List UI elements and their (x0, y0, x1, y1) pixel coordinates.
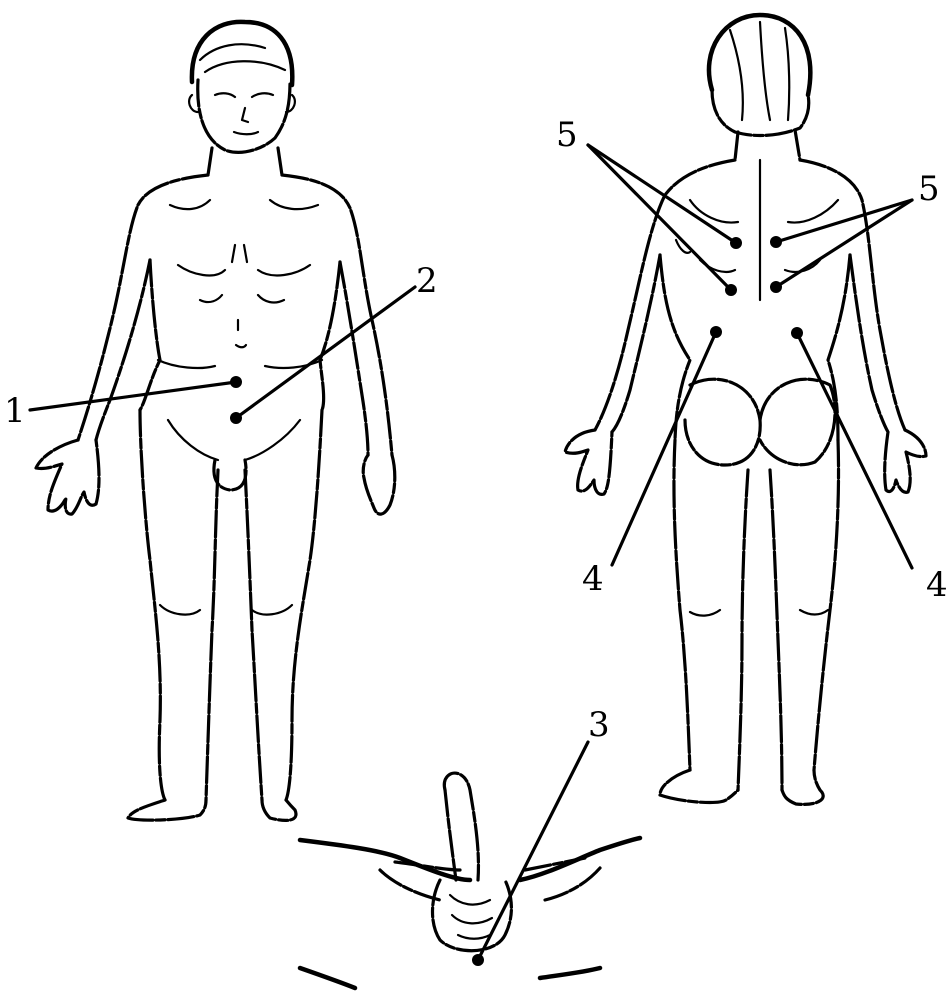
callout-5-right-point-lower (770, 281, 782, 293)
callout-1-label: 1 (4, 391, 26, 431)
callout-3-point (472, 954, 484, 966)
perineum-view (300, 773, 640, 988)
callout-5-right-point-upper (770, 236, 782, 248)
callout-4-right: 4 (791, 327, 948, 605)
callout-1-leader (30, 382, 236, 410)
callout-5-left-leader-upper (588, 145, 736, 243)
callout-3: 3 (472, 705, 610, 966)
callout-3-label: 3 (588, 705, 610, 745)
back-figure (565, 15, 926, 804)
callout-5-left-point-lower (725, 284, 737, 296)
callout-4-left: 4 (582, 326, 722, 599)
callout-4-left-point (710, 326, 722, 338)
callout-4-left-leader (612, 332, 716, 565)
callout-5-right-leader-lower (776, 200, 912, 287)
callout-3-leader (478, 742, 588, 960)
callout-5-left-point-upper (730, 237, 742, 249)
callout-4-right-point (791, 327, 803, 339)
callout-2: 2 (230, 261, 438, 424)
callout-2-point (230, 412, 242, 424)
callout-5-left-label: 5 (556, 115, 578, 155)
callout-4-right-label: 4 (926, 565, 948, 605)
callout-1-point (230, 376, 242, 388)
callout-1: 1 (4, 376, 242, 431)
callout-2-leader (236, 287, 415, 418)
callout-5-right-leader-upper (776, 200, 912, 242)
callout-4-left-label: 4 (582, 559, 604, 599)
callout-2-label: 2 (416, 261, 438, 301)
callout-5-right-label: 5 (918, 169, 940, 209)
front-figure (36, 22, 395, 821)
callout-4-right-leader (797, 333, 912, 568)
